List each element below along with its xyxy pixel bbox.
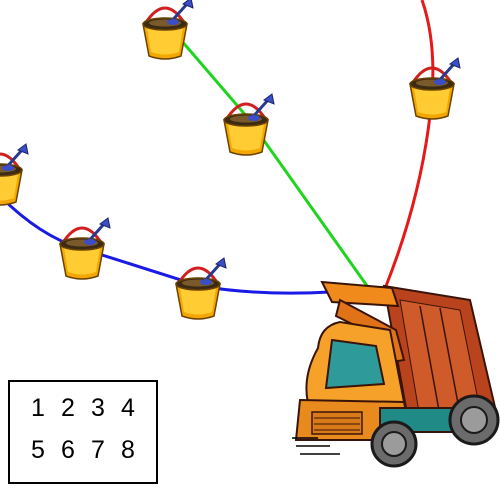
bucket-icon[interactable] — [0, 142, 30, 207]
number-option[interactable]: 3 — [91, 394, 105, 422]
truck-icon[interactable] — [292, 280, 500, 468]
number-option[interactable]: 1 — [31, 394, 45, 422]
bucket-icon[interactable] — [408, 56, 462, 121]
bucket-icon[interactable] — [174, 256, 228, 321]
number-option[interactable]: 8 — [121, 436, 135, 464]
middle-path — [160, 17, 372, 291]
right-path — [384, 0, 435, 287]
number-option[interactable]: 5 — [31, 436, 45, 464]
bucket-icon[interactable] — [58, 216, 112, 281]
bucket-icon[interactable] — [141, 0, 195, 61]
number-grid: 1 2 3 4 5 6 7 8 — [8, 380, 158, 484]
number-option[interactable]: 4 — [121, 394, 135, 422]
number-option[interactable]: 2 — [61, 394, 75, 422]
number-option[interactable]: 6 — [61, 436, 75, 464]
number-option[interactable]: 7 — [91, 436, 105, 464]
left-path — [0, 194, 331, 295]
number-row-2: 5 6 7 8 — [10, 436, 156, 465]
number-row-1: 1 2 3 4 — [10, 394, 156, 423]
